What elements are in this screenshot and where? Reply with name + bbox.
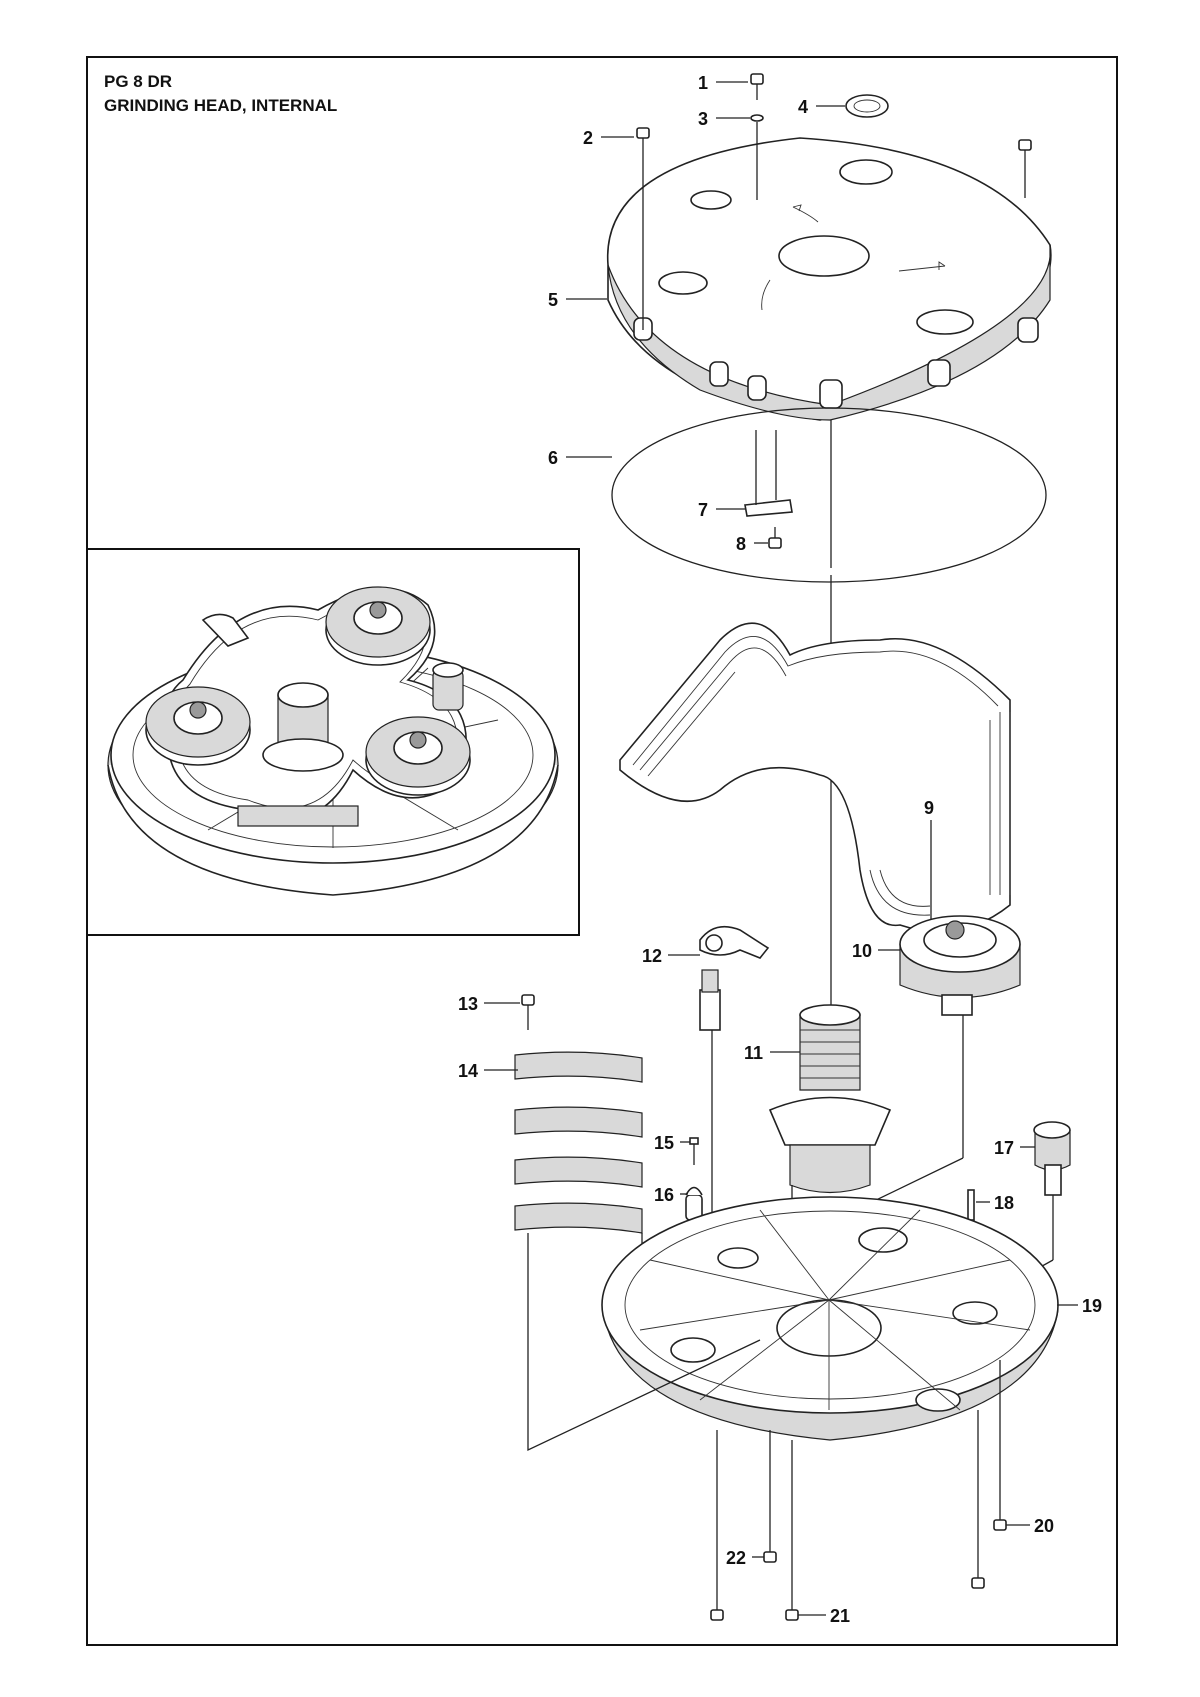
- svg-text:4: 4: [798, 97, 808, 117]
- callout-9: 9: [924, 798, 934, 920]
- svg-text:6: 6: [548, 448, 558, 468]
- svg-text:15: 15: [654, 1133, 674, 1153]
- model-name: PG 8 DR: [104, 72, 173, 91]
- svg-text:1: 1: [698, 73, 708, 93]
- gasket-ring-part: [611, 407, 1047, 583]
- callout-8: 8: [736, 534, 768, 554]
- svg-text:19: 19: [1082, 1296, 1102, 1316]
- screw-2-part: [636, 127, 650, 330]
- screw-21-part: [785, 1440, 799, 1621]
- svg-text:17: 17: [994, 1138, 1014, 1158]
- callout-1: 1: [698, 73, 748, 93]
- screw-1-part: [750, 73, 764, 100]
- drawing-title-block: PG 8 DR GRINDING HEAD, INTERNAL: [104, 70, 337, 118]
- svg-text:18: 18: [994, 1193, 1014, 1213]
- seal-ring-part: [845, 94, 889, 118]
- svg-text:10: 10: [852, 941, 872, 961]
- svg-text:7: 7: [698, 500, 708, 520]
- svg-text:3: 3: [698, 109, 708, 129]
- spindle-11-part: [768, 1004, 892, 1357]
- screw-2b-part: [1018, 139, 1032, 198]
- callout-6: 6: [548, 448, 612, 468]
- callout-10: 10: [852, 941, 900, 961]
- section-title: GRINDING HEAD, INTERNAL: [104, 96, 338, 115]
- callout-2: 2: [583, 128, 634, 148]
- svg-text:8: 8: [736, 534, 746, 554]
- screw-15-part: [689, 1137, 699, 1165]
- pin-18-part: [967, 1189, 975, 1221]
- svg-text:16: 16: [654, 1185, 674, 1205]
- callout-11: 11: [744, 1043, 800, 1063]
- screw-8-part: [768, 527, 782, 549]
- callout-5: 5: [548, 290, 607, 310]
- callout-13: 13: [458, 994, 520, 1014]
- screw-20-part: [993, 1360, 1007, 1531]
- bracket-7-part: [744, 430, 793, 517]
- assembled-view-inset: [86, 548, 580, 936]
- svg-text:21: 21: [830, 1606, 850, 1626]
- callout-7: 7: [698, 500, 745, 520]
- svg-text:2: 2: [583, 128, 593, 148]
- base-housing-part: [601, 1196, 1059, 1441]
- weight-plate-14-part: [514, 1051, 643, 1300]
- svg-text:5: 5: [548, 290, 558, 310]
- callout-15: 15: [654, 1133, 690, 1153]
- callout-19: 19: [1057, 1296, 1102, 1316]
- callout-21: 21: [798, 1606, 850, 1626]
- callout-18: 18: [976, 1193, 1014, 1213]
- screw-22-part: [763, 1430, 777, 1563]
- svg-text:12: 12: [642, 946, 662, 966]
- callout-4: 4: [798, 97, 845, 117]
- svg-text:20: 20: [1034, 1516, 1054, 1536]
- callout-20: 20: [1006, 1516, 1054, 1536]
- screw-20b-part: [971, 1410, 985, 1589]
- callout-3: 3: [698, 109, 750, 129]
- svg-text:14: 14: [458, 1061, 478, 1081]
- assembled-grinding-head-illustration: [107, 586, 559, 896]
- callout-12: 12: [642, 946, 700, 966]
- washer-3-part: [750, 114, 764, 122]
- pulley-10-part: [869, 915, 1021, 1204]
- svg-text:9: 9: [924, 798, 934, 818]
- weights-leader-line: [527, 1270, 761, 1452]
- callout-17: 17: [994, 1138, 1035, 1158]
- callout-14: 14: [458, 1061, 518, 1081]
- callout-22: 22: [726, 1548, 764, 1568]
- callout-16: 16: [654, 1185, 688, 1205]
- screw-21b-part: [710, 1430, 724, 1621]
- svg-text:13: 13: [458, 994, 478, 1014]
- bolt-13-part: [521, 994, 535, 1030]
- svg-text:22: 22: [726, 1548, 746, 1568]
- cover-plate-part: [606, 137, 1052, 421]
- svg-text:11: 11: [744, 1043, 763, 1063]
- drive-belt-part: [619, 622, 1011, 933]
